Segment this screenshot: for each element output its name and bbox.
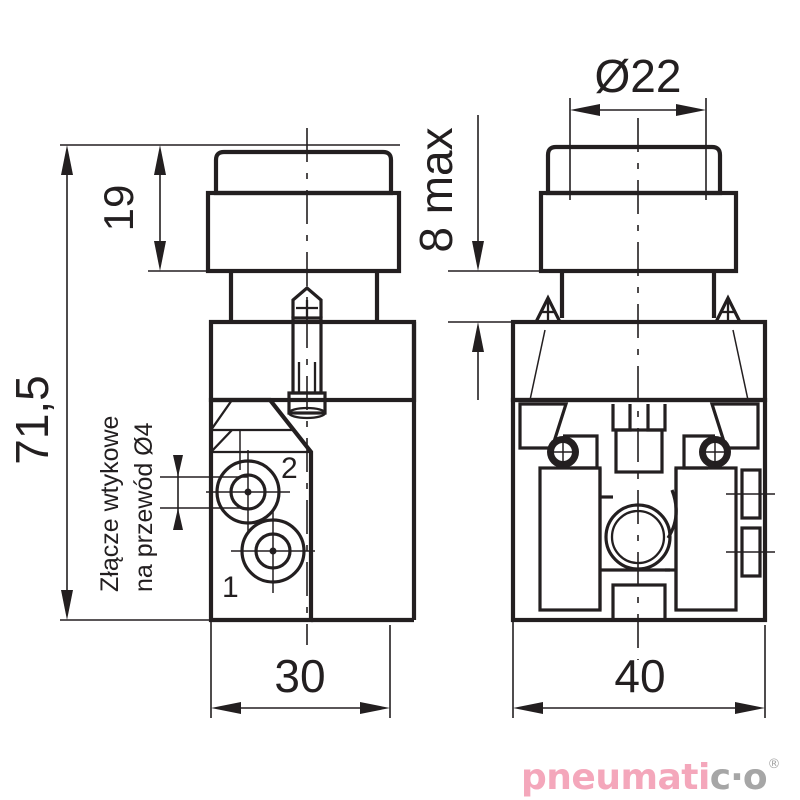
dim-label-button-height: 19	[95, 185, 142, 232]
port-2-label: 2	[281, 452, 298, 485]
chamber-right	[674, 466, 738, 612]
right-shoulder-left	[529, 329, 546, 401]
bottom-center-block	[611, 583, 667, 622]
arrowhead-30-right	[360, 702, 390, 714]
plunger-tip	[291, 285, 323, 318]
arrowhead-8max-up-bottom	[472, 322, 484, 352]
screw-boss-right	[699, 436, 731, 468]
mounting-clip-right	[713, 294, 743, 324]
central-bore-inner	[610, 509, 666, 565]
arrowhead-bore-top	[173, 455, 183, 477]
dim-label-body-width: 30	[274, 650, 325, 702]
body-chamfer-line-3	[269, 399, 294, 431]
port-2-fitting	[206, 450, 290, 534]
arrowhead-40-right	[735, 702, 765, 714]
left-view-geometry: 2 1	[160, 128, 417, 645]
left-view-dimensions: 71,5 19 Złącze wtykowe na przewód Ø4 30	[6, 144, 400, 718]
arrowhead-30-left	[211, 702, 241, 714]
arrowhead-overall-bottom	[61, 590, 73, 620]
right-view-dimensions: Ø22 8 max 40	[410, 50, 766, 718]
mounting-clip-left	[533, 294, 563, 324]
bezel-block-outline	[205, 190, 402, 274]
body-chamfer-line-2	[210, 399, 233, 431]
chamber-left	[538, 466, 602, 612]
center-notch-right	[646, 404, 667, 432]
body-lower-block	[208, 397, 314, 623]
dim-label-body-depth: 40	[614, 650, 665, 702]
right-view-geometry	[510, 118, 775, 660]
right-shoulder-right	[732, 329, 749, 401]
arrowhead-40-left	[513, 702, 543, 714]
button-cap-outline	[213, 149, 394, 196]
dim-label-panel-thickness: 8 max	[410, 127, 462, 252]
dim-label-overall-height: 71,5	[6, 375, 58, 465]
connector-note-line-1: Złącze wtykowe	[96, 416, 124, 592]
screw-boss-left	[547, 436, 579, 468]
connector-note-line-2: na przewód Ø4	[130, 422, 158, 592]
right-body-upper-block	[510, 319, 768, 403]
body-chamfer-line-5	[292, 429, 312, 453]
right-bezel-block	[538, 190, 739, 274]
center-spool-block	[614, 428, 664, 474]
dim-label-button-diameter: Ø22	[595, 50, 682, 102]
plunger-base-ellipse	[287, 406, 327, 420]
body-chamfer-line-4	[210, 429, 233, 453]
arrowhead-bore-bottom	[173, 508, 183, 530]
arrowhead-d22-right	[676, 104, 706, 116]
arrowhead-19-top	[154, 145, 166, 175]
center-notch-left	[611, 404, 632, 432]
port-1-fitting	[231, 509, 315, 593]
arrowhead-8max-down-top	[472, 241, 484, 271]
arrowhead-19-bottom	[154, 241, 166, 271]
plunger-flange	[287, 391, 327, 415]
arrowhead-d22-left	[570, 104, 600, 116]
port-1-label: 1	[222, 571, 239, 604]
body-upper-block	[208, 319, 417, 403]
right-button-cap-outline	[545, 144, 723, 196]
arrowhead-overall-top	[61, 145, 73, 175]
